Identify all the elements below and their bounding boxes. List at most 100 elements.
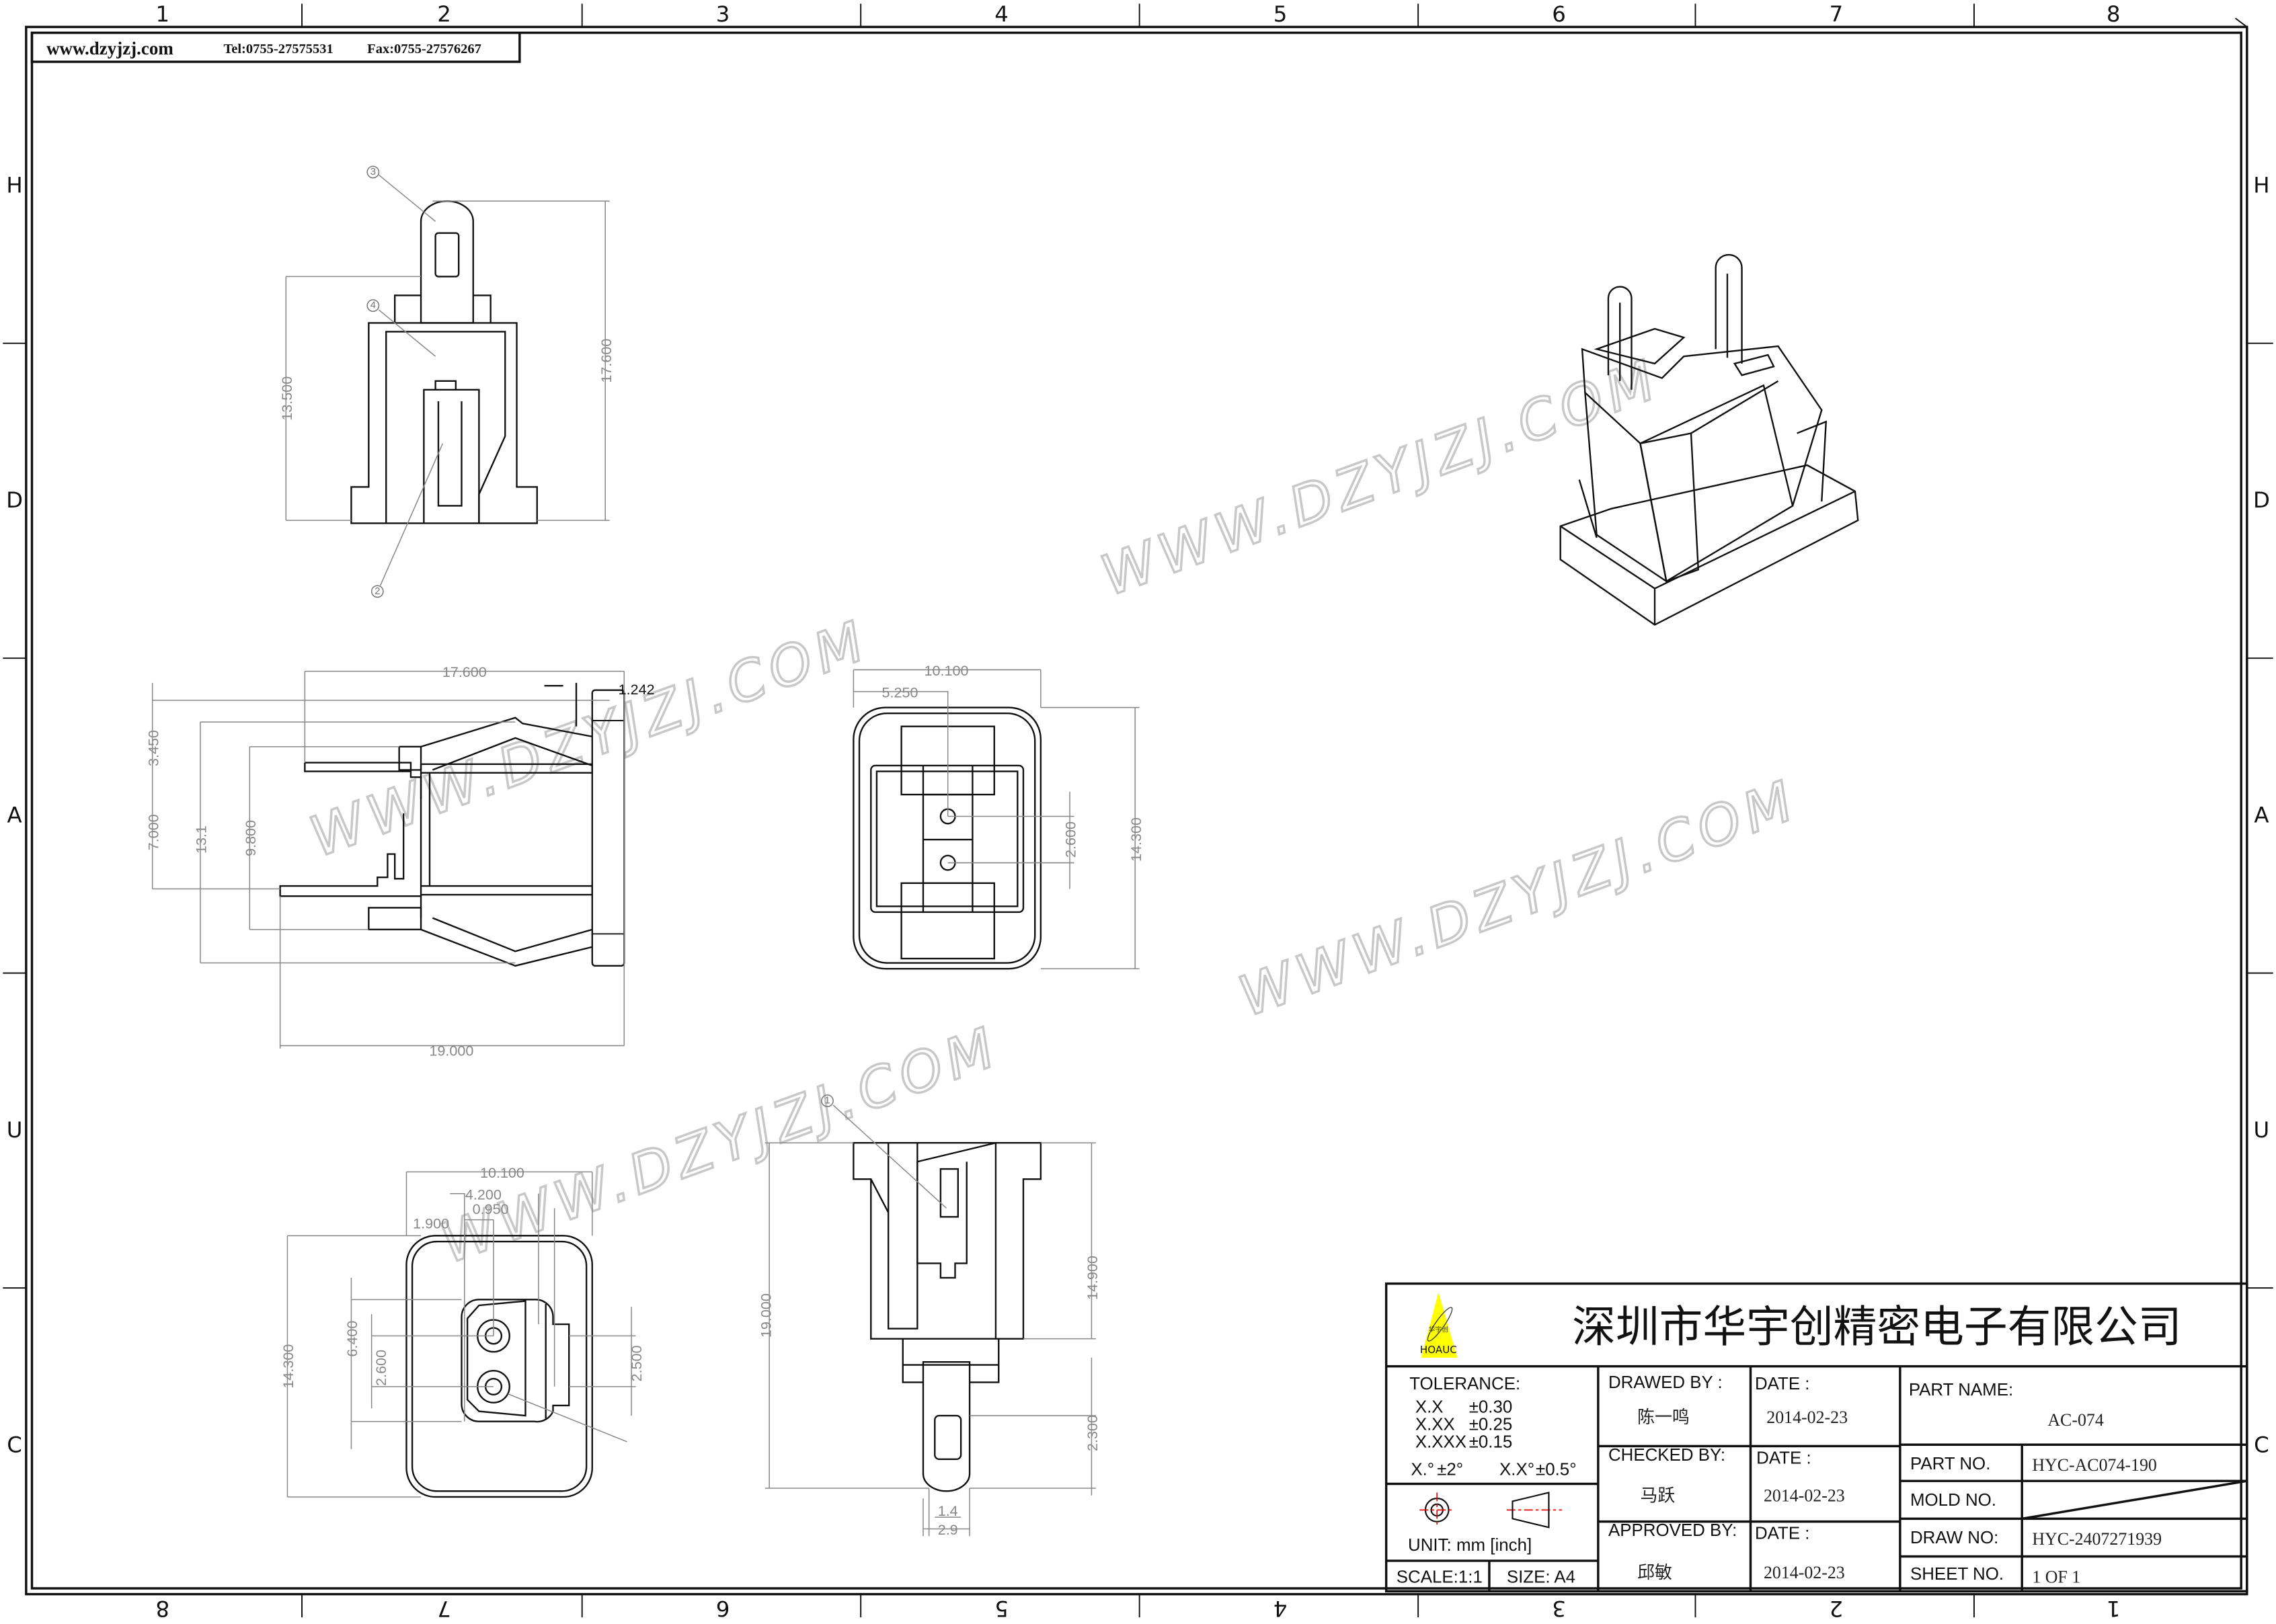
svg-text:A: A — [2254, 802, 2269, 827]
svg-text:±0.25: ±0.25 — [1469, 1416, 1513, 1434]
svg-text:2014-02-23: 2014-02-23 — [1766, 1408, 1848, 1427]
side-view-top: 13.500 17.600 3 4 2 — [278, 165, 615, 598]
svg-text:PART NAME:: PART NAME: — [1909, 1381, 2013, 1399]
svg-text:1 OF 1: 1 OF 1 — [2032, 1567, 2080, 1586]
svg-text:UNIT: mm [inch]: UNIT: mm [inch] — [1408, 1536, 1532, 1555]
svg-text:3.450: 3.450 — [145, 730, 161, 766]
website-link[interactable]: www.dzyjzj.com — [46, 38, 173, 58]
svg-text:3: 3 — [1552, 1596, 1566, 1621]
svg-text:±0.5°: ±0.5° — [1536, 1461, 1577, 1479]
balloon-1: 1 — [821, 1094, 947, 1209]
svg-text:DRAW NO:: DRAW NO: — [1910, 1529, 1998, 1547]
svg-text:D: D — [6, 487, 23, 513]
svg-text:4.200: 4.200 — [465, 1186, 502, 1203]
svg-text:7: 7 — [1830, 1, 1844, 27]
svg-text:14.900: 14.900 — [1084, 1256, 1101, 1300]
svg-text:WWW.DZYJZJ.COM: WWW.DZYJZJ.COM — [302, 608, 877, 870]
svg-text:1.4: 1.4 — [938, 1502, 958, 1519]
balloon-3: 3 — [366, 165, 436, 222]
svg-text:AC-074: AC-074 — [2047, 1410, 2103, 1430]
svg-text:13.500: 13.500 — [278, 376, 295, 421]
svg-text:2: 2 — [1830, 1596, 1844, 1621]
svg-text:HYC-AC074-190: HYC-AC074-190 — [2032, 1455, 2157, 1475]
svg-text:2.600: 2.600 — [372, 1350, 389, 1386]
svg-text:9.800: 9.800 — [242, 820, 259, 856]
svg-text:Fax:0755-27576267: Fax:0755-27576267 — [367, 42, 481, 56]
svg-text:X.X: X.X — [1415, 1398, 1444, 1417]
svg-text:6: 6 — [716, 1596, 730, 1621]
svg-text:Tel:0755-27575531: Tel:0755-27575531 — [223, 42, 333, 56]
zone-labels-left: H D A U C — [6, 173, 23, 1458]
svg-text:±0.30: ±0.30 — [1469, 1398, 1513, 1417]
header-contact-box: www.dzyjzj.com Tel:0755-27575531 Fax:075… — [30, 31, 521, 63]
svg-text:10.100: 10.100 — [480, 1164, 524, 1181]
svg-text:华宇创: 华宇创 — [1429, 1325, 1448, 1334]
svg-text:17.600: 17.600 — [442, 663, 487, 680]
svg-text:D: D — [2253, 487, 2270, 513]
svg-text:WWW.DZYJZJ.COM: WWW.DZYJZJ.COM — [1093, 347, 1669, 608]
svg-text:APPROVED BY:: APPROVED BY: — [1608, 1521, 1737, 1540]
svg-text:U: U — [2254, 1117, 2270, 1143]
svg-text:2: 2 — [437, 1, 451, 27]
svg-text:TOLERANCE:: TOLERANCE: — [1409, 1375, 1520, 1393]
svg-text:2.9: 2.9 — [938, 1521, 958, 1538]
svg-text:19.000: 19.000 — [429, 1043, 473, 1059]
svg-text:X.XX: X.XX — [1415, 1416, 1455, 1434]
svg-text:5: 5 — [1273, 1, 1288, 27]
svg-text:19.000: 19.000 — [757, 1293, 774, 1338]
svg-text:X.°: X.° — [1411, 1461, 1434, 1479]
svg-text:14.300: 14.300 — [280, 1344, 297, 1389]
svg-text:邱敏: 邱敏 — [1637, 1563, 1672, 1582]
svg-text:2: 2 — [375, 585, 380, 597]
svg-text:PART NO.: PART NO. — [1910, 1455, 1990, 1473]
outer-border — [25, 26, 2248, 1596]
company-logo: 华宇创 HOAUC — [1420, 1292, 1458, 1358]
projection-symbol — [1419, 1492, 1562, 1529]
svg-text:5: 5 — [994, 1596, 1009, 1621]
svg-text:13.1: 13.1 — [193, 825, 210, 854]
svg-text:X.XXX: X.XXX — [1415, 1433, 1466, 1452]
svg-text:CHECKED BY:: CHECKED BY: — [1608, 1446, 1725, 1465]
svg-text:HYC-2407271939: HYC-2407271939 — [2032, 1529, 2162, 1549]
svg-text:C: C — [2254, 1432, 2269, 1457]
svg-text:2.500: 2.500 — [628, 1345, 645, 1381]
svg-text:H: H — [6, 173, 22, 198]
svg-text:7.000: 7.000 — [145, 814, 161, 850]
svg-text:U: U — [7, 1117, 23, 1143]
balloon-4: 4 — [366, 299, 436, 357]
svg-text:HOAUC: HOAUC — [1420, 1344, 1457, 1356]
zone-labels-top: 1 2 3 4 5 6 7 8 — [155, 1, 2120, 27]
title-block: 华宇创 HOAUC 深圳市华宇创精密电子有限公司 TOLERANCE: X.X … — [1384, 1282, 2248, 1593]
svg-text:8: 8 — [155, 1596, 169, 1621]
bottom-side-view: 19.000 14.900 2.300 1.4 2.9 1 — [757, 1094, 1101, 1538]
svg-text:SIZE: A4: SIZE: A4 — [1507, 1568, 1575, 1586]
svg-text:MOLD NO.: MOLD NO. — [1910, 1491, 1996, 1510]
svg-text:4: 4 — [370, 300, 376, 311]
rear-view: 10.100 4.200 0.950 1.900 6.400 2.600 2.5… — [280, 1164, 645, 1498]
svg-text:0.950: 0.950 — [473, 1201, 509, 1217]
svg-text:H: H — [2253, 173, 2269, 198]
svg-text:SHEET NO.: SHEET NO. — [1910, 1565, 2004, 1584]
balloon-2: 2 — [370, 443, 444, 598]
svg-text:DATE :: DATE : — [1755, 1525, 1810, 1543]
svg-text:3: 3 — [370, 166, 376, 177]
svg-text:1: 1 — [824, 1095, 830, 1106]
svg-text:DRAWED BY :: DRAWED BY : — [1608, 1373, 1723, 1392]
svg-text:SCALE:1:1: SCALE:1:1 — [1397, 1568, 1483, 1586]
svg-text:2014-02-23: 2014-02-23 — [1764, 1563, 1845, 1582]
svg-text:WWW.DZYJZJ.COM: WWW.DZYJZJ.COM — [1231, 768, 1807, 1029]
svg-text:1: 1 — [155, 1, 169, 27]
svg-text:7: 7 — [437, 1596, 451, 1621]
svg-text:1.242: 1.242 — [619, 681, 655, 698]
svg-text:DATE :: DATE : — [1756, 1449, 1811, 1467]
zone-labels-right: H D A U C — [2253, 173, 2270, 1458]
svg-text:17.600: 17.600 — [598, 339, 615, 383]
zone-ticks — [3, 3, 2273, 1618]
svg-text:A: A — [7, 802, 22, 827]
inner-border — [30, 31, 2242, 1590]
svg-text:马跃: 马跃 — [1640, 1486, 1675, 1505]
svg-text:±0.15: ±0.15 — [1469, 1433, 1513, 1452]
svg-text:1.900: 1.900 — [413, 1215, 449, 1232]
svg-text:5.250: 5.250 — [881, 684, 918, 700]
